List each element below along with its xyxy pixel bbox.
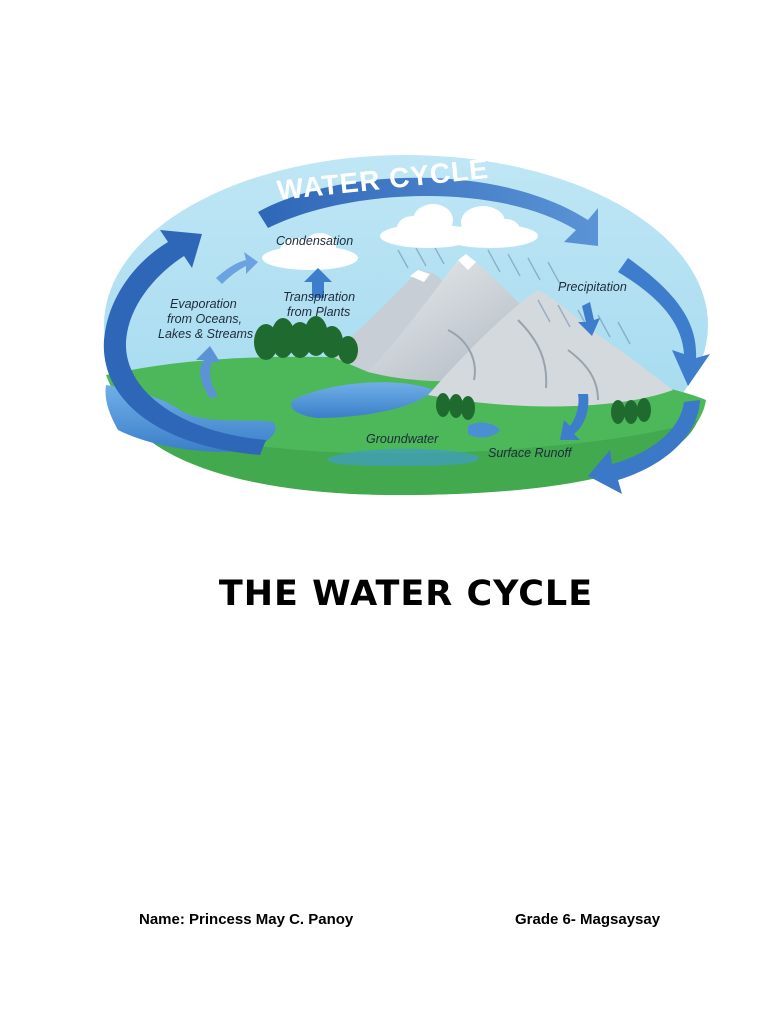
document-title: THE WATER CYCLE xyxy=(218,574,594,614)
rain-streaks xyxy=(397,245,631,345)
label-evaporation-1: Evaporation xyxy=(170,297,237,311)
precipitation-arrow xyxy=(578,302,600,336)
runoff-arrow xyxy=(560,394,589,440)
label-condensation: Condensation xyxy=(276,234,353,248)
student-grade: Grade 6- Magsaysay xyxy=(515,911,661,928)
student-name: Name: Princess May C. Panoy xyxy=(139,911,354,928)
label-transpiration-1: Transpiration xyxy=(283,290,355,304)
label-precipitation: Precipitation xyxy=(558,280,627,294)
groundwater-pool xyxy=(327,448,479,466)
cycle-arrows xyxy=(103,177,710,494)
label-surface-runoff: Surface Runoff xyxy=(488,446,573,460)
transpiration-arrow xyxy=(304,268,332,298)
evaporation-arrow xyxy=(196,346,220,398)
label-evaporation-3: Lakes & Streams xyxy=(158,327,253,341)
forest-trees xyxy=(254,316,651,424)
label-evaporation-2: from Oceans, xyxy=(167,312,242,326)
label-groundwater: Groundwater xyxy=(366,432,439,446)
cloud-condensation xyxy=(262,233,358,270)
label-transpiration-2: from Plants xyxy=(287,305,350,319)
evaporation-up-arrow xyxy=(216,252,258,284)
water-cycle-illustration: WATER CYCLE Condensation Evaporation fro… xyxy=(98,150,713,495)
cloud-rain-right xyxy=(442,206,538,248)
mountains xyxy=(328,254,673,407)
